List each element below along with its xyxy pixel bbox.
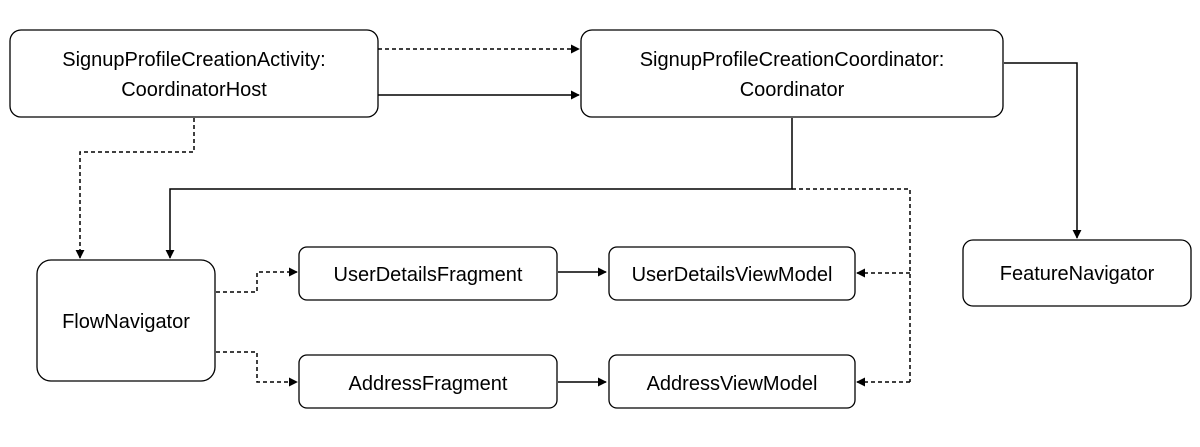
node-address-fragment: AddressFragment bbox=[298, 354, 558, 409]
coordinator-box bbox=[580, 29, 1004, 118]
edge-activity-to-flow-navigator bbox=[75, 118, 195, 259]
node-user-details-fragment: UserDetailsFragment bbox=[298, 246, 558, 301]
edge-coordinator-to-view-models bbox=[792, 188, 911, 382]
activity-box bbox=[9, 29, 379, 118]
activity-label-line-1: SignupProfileCreationActivity: bbox=[62, 49, 325, 71]
user-details-fragment-label: UserDetailsFragment bbox=[334, 264, 523, 286]
node-address-view-model: AddressViewModel bbox=[608, 354, 856, 409]
coordinator-label-line-2: Coordinator bbox=[740, 79, 845, 101]
node-user-details-view-model: UserDetailsViewModel bbox=[608, 246, 856, 301]
address-fragment-label: AddressFragment bbox=[349, 373, 508, 395]
feature-navigator-box bbox=[962, 239, 1192, 307]
edge-coordinator-to-feature-navigator bbox=[1004, 62, 1082, 239]
node-flow-navigator: FlowNavigator bbox=[36, 259, 216, 382]
address-view-model-box bbox=[608, 354, 856, 409]
node-activity: SignupProfileCreationActivity: Coordinat… bbox=[9, 29, 379, 118]
edge-flow-navigator-to-user-details-fragment bbox=[216, 267, 298, 293]
user-details-fragment-box bbox=[298, 246, 558, 301]
user-details-view-model-label: UserDetailsViewModel bbox=[632, 264, 833, 286]
user-details-view-model-box bbox=[608, 246, 856, 301]
flow-navigator-label: FlowNavigator bbox=[62, 311, 190, 333]
address-fragment-box bbox=[298, 354, 558, 409]
coordinator-label-line-1: SignupProfileCreationCoordinator: bbox=[640, 49, 945, 71]
edge-coordinator-to-flow-navigator bbox=[165, 118, 793, 259]
node-coordinator: SignupProfileCreationCoordinator: Coordi… bbox=[580, 29, 1004, 118]
address-view-model-label: AddressViewModel bbox=[647, 373, 818, 395]
flow-navigator-box bbox=[36, 259, 216, 382]
edge-flow-navigator-to-address-fragment bbox=[216, 351, 298, 387]
feature-navigator-label: FeatureNavigator bbox=[1000, 263, 1155, 285]
edges bbox=[75, 44, 1082, 387]
activity-label-line-2: CoordinatorHost bbox=[121, 79, 267, 101]
node-feature-navigator: FeatureNavigator bbox=[962, 239, 1192, 307]
